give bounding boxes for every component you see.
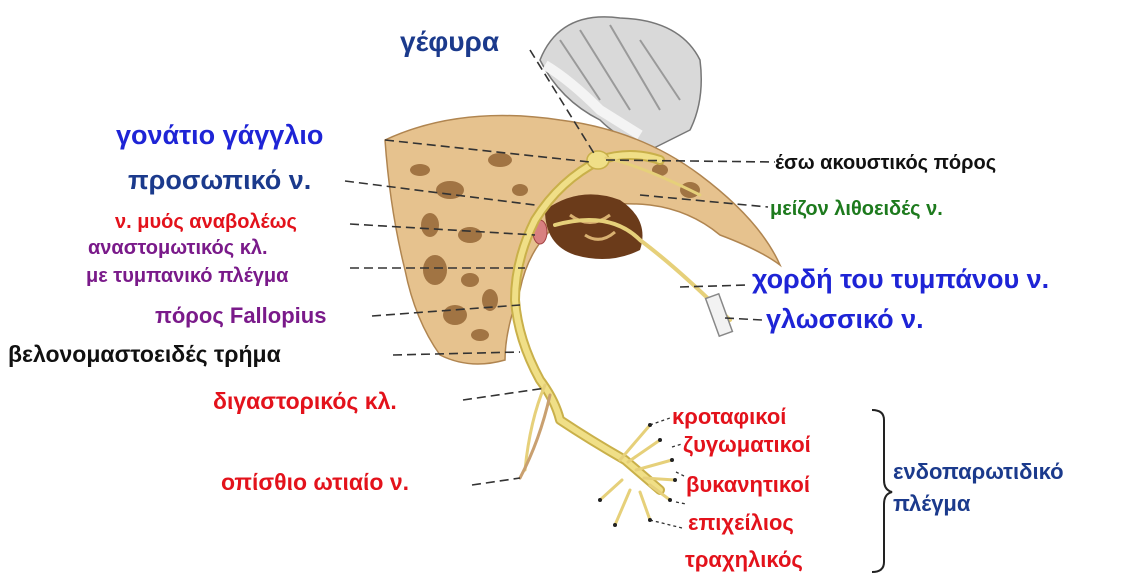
label-gonatio-gagglio: γονάτιο γάγγλιο bbox=[116, 122, 323, 149]
label-opisthio-otiaio-n: οπίσθιο ωτιαίο ν. bbox=[221, 471, 409, 494]
label-velonomastoeides-trima: βελονομαστοειδές τρήμα bbox=[8, 343, 281, 366]
label-chordi-tou-tympanou-n: χορδή του τυμπάνου ν. bbox=[752, 266, 1049, 293]
label-prosopiko-n: προσωπικό ν. bbox=[128, 167, 311, 194]
label-glossiko-n: γλωσσικό ν. bbox=[766, 306, 924, 333]
label-eso-akoustikos-poros: έσω ακουστικός πόρος bbox=[775, 153, 996, 173]
plexus-brace bbox=[872, 410, 892, 572]
label-endoparotidiko: ενδοπαρωτιδικό bbox=[893, 461, 1064, 483]
label-trachilikos: τραχηλικός bbox=[685, 549, 803, 571]
label-digastorikos-kl: διγαστορικός κλ. bbox=[213, 390, 397, 413]
label-poros-fallopius: πόρος Fallopius bbox=[155, 305, 326, 327]
label-vykanitikoi: βυκανητικοί bbox=[686, 474, 810, 496]
label-krotafikoi: κροταφικοί bbox=[672, 406, 786, 428]
label-gefyra: γέφυρα bbox=[400, 28, 499, 56]
label-plegma: πλέγμα bbox=[893, 493, 970, 515]
label-zygomatikoi: ζυγωματικοί bbox=[683, 434, 811, 456]
label-anastomotikos-kl: αναστομωτικός κλ. bbox=[88, 238, 268, 258]
label-epicheilios: επιχείλιος bbox=[688, 512, 794, 534]
lingual-nerve bbox=[706, 294, 733, 336]
label-n-myos-anavoleos: ν. μυός αναβολέως bbox=[115, 212, 297, 232]
label-me-tympaniko-plegma: με τυμπανικό πλέγμα bbox=[86, 266, 288, 286]
label-meizon-lithoeides-n: μείζον λιθοειδές ν. bbox=[770, 199, 943, 219]
